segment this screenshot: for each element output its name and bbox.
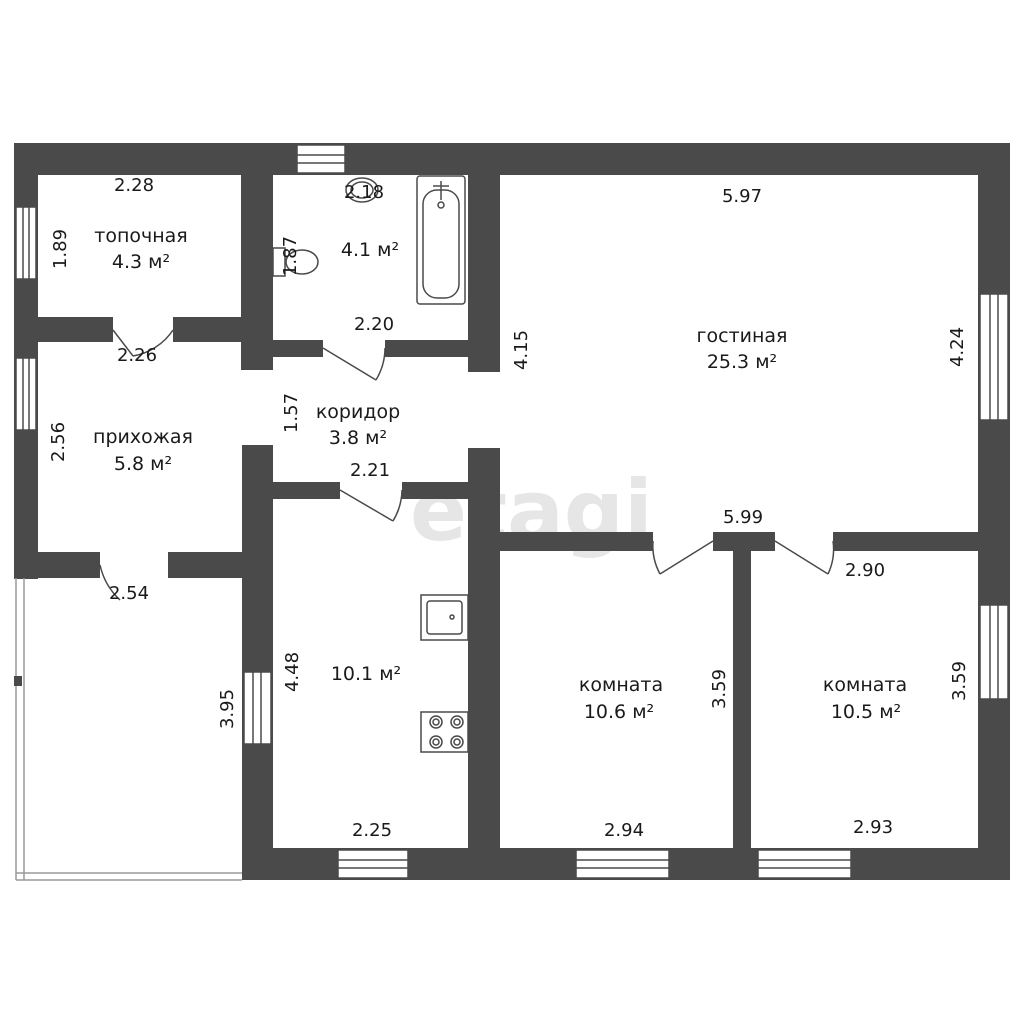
window-topochnaya [15,206,37,280]
dim-topochnaya-side: 1.89 [50,229,71,269]
dim-komnata2-bottom: 2.93 [853,817,893,838]
room-name-gostinaya: гостиная [697,325,788,347]
room-labels: топочная 4.3 м² 4.1 м² гостиная 25.3 м² … [93,225,907,723]
room-area-komnata2: 10.5 м² [831,701,901,723]
window-kitchen-left [243,671,272,745]
room-area-kitchen: 10.1 м² [331,663,401,685]
stove-icon [420,711,469,753]
dim-prihozhaya-side: 2.56 [48,422,69,462]
windows [15,144,1009,879]
room-area-bathroom: 4.1 м² [341,239,399,261]
room-name-koridor: коридор [316,401,400,423]
room-name-komnata1: комната [579,674,663,696]
dim-gostinaya-bottom: 5.99 [723,507,763,528]
door-topochnaya [112,329,174,357]
dim-prihozhaya-bottom: 2.54 [109,583,149,604]
room-area-komnata1: 10.6 м² [584,701,654,723]
kitchen-sink-icon [420,594,469,641]
dim-bathroom-side: 1.87 [280,236,301,276]
dim-komnata1-bottom: 2.94 [604,820,644,841]
dim-topochnaya-bottom: 2.26 [117,345,157,366]
room-name-komnata2: комната [823,674,907,696]
dim-bathroom-bottom: 2.20 [354,314,394,335]
dim-komnata2-top: 2.90 [845,560,885,581]
dim-gostinaya-left: 4.15 [511,330,532,370]
toilet-icon [272,247,319,277]
openings [100,317,833,578]
dim-porch-side: 3.95 [217,689,238,729]
dim-koridor-bottom: 2.21 [350,460,390,481]
window-komnata1-bottom [575,849,670,879]
dim-gostinaya-right: 4.24 [947,327,968,367]
window-komnata2-bottom [757,849,852,879]
dim-topochnaya-top: 2.28 [114,175,154,196]
room-area-topochnaya: 4.3 м² [112,251,170,273]
dim-bathroom-top: 2.18 [344,182,384,203]
door-prihozhaya [99,564,121,601]
door-komnata1 [652,540,714,575]
door-swings [99,329,835,601]
window-bathroom [296,144,346,174]
dim-gostinaya-top: 5.97 [722,186,762,207]
room-area-koridor: 3.8 м² [329,427,387,449]
window-kitchen-bottom [337,849,409,879]
window-komnata2-right [979,604,1009,700]
bathtub-icon [416,175,466,305]
room-area-gostinaya: 25.3 м² [707,351,777,373]
dimension-labels: 2.28 2.26 2.18 2.20 5.97 5.99 2.21 2.54 … [48,175,970,841]
room-name-topochnaya: топочная [94,225,187,247]
dim-kitchen-side: 4.48 [282,652,303,692]
dim-komnata1-side: 3.59 [709,669,730,709]
door-kitchen [339,489,403,522]
sink-icon [345,177,379,203]
door-komnata2 [774,540,835,575]
window-gostinaya [979,293,1009,421]
window-prihozhaya [15,357,37,431]
dim-koridor-side: 1.57 [281,393,302,433]
dim-kitchen-bottom: 2.25 [352,820,392,841]
porch-outline [14,578,242,881]
room-name-prihozhaya: прихожая [93,426,193,448]
dim-komnata2-side: 3.59 [949,661,970,701]
door-bathroom [322,347,386,381]
room-area-prihozhaya: 5.8 м² [114,453,172,475]
